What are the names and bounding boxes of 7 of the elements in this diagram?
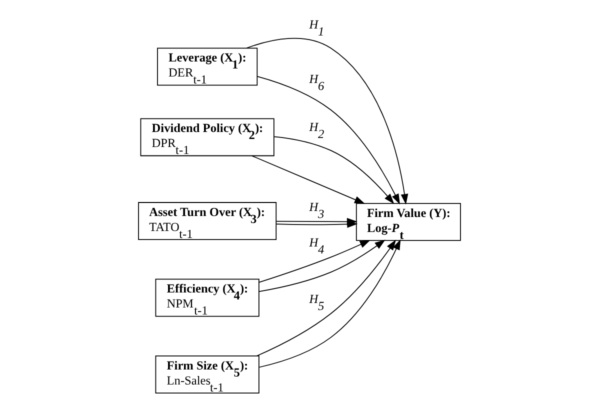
arrow [273, 136, 394, 204]
arrow [275, 220, 358, 228]
arrow [256, 76, 400, 205]
arrow [258, 240, 385, 292]
arrow [246, 38, 408, 205]
arrow [258, 240, 370, 283]
arrow [251, 155, 365, 204]
